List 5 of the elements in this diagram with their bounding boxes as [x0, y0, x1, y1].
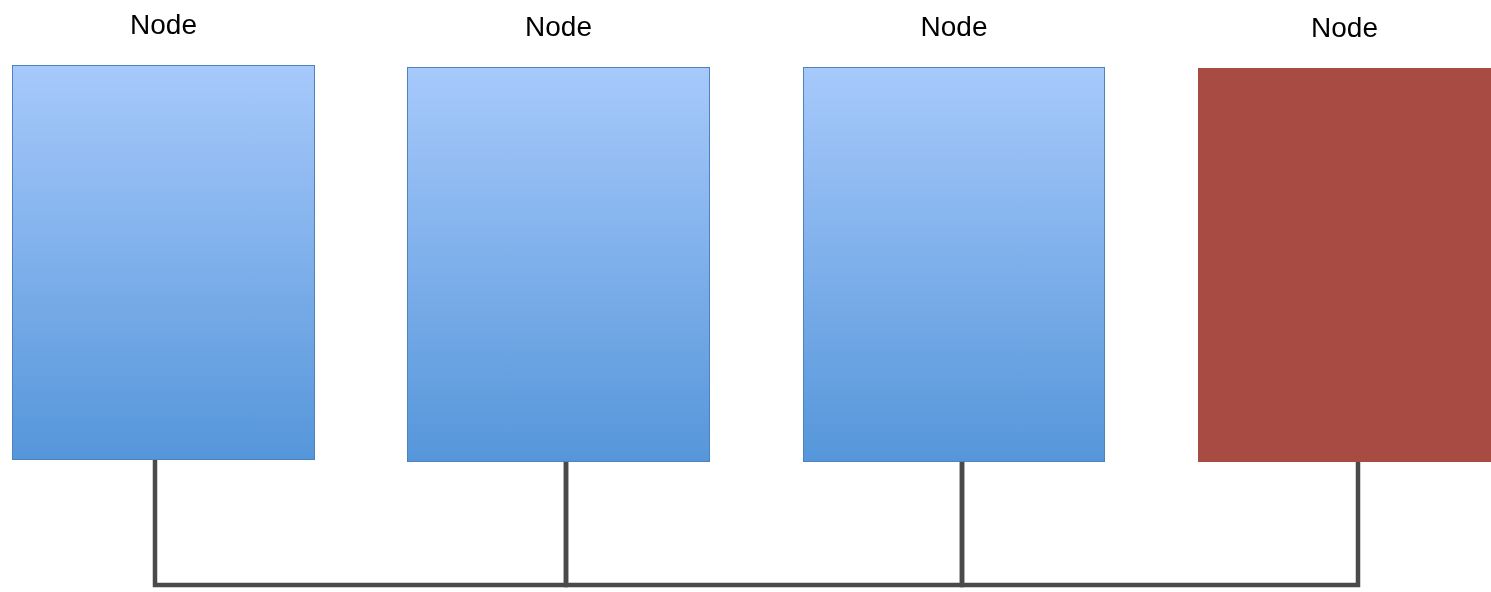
connector-line — [959, 462, 1361, 588]
node-heading: Node — [129, 8, 198, 42]
node-heading: Node — [919, 10, 989, 44]
node-heading: Node — [1310, 11, 1379, 45]
node-heading: Node — [524, 10, 593, 44]
